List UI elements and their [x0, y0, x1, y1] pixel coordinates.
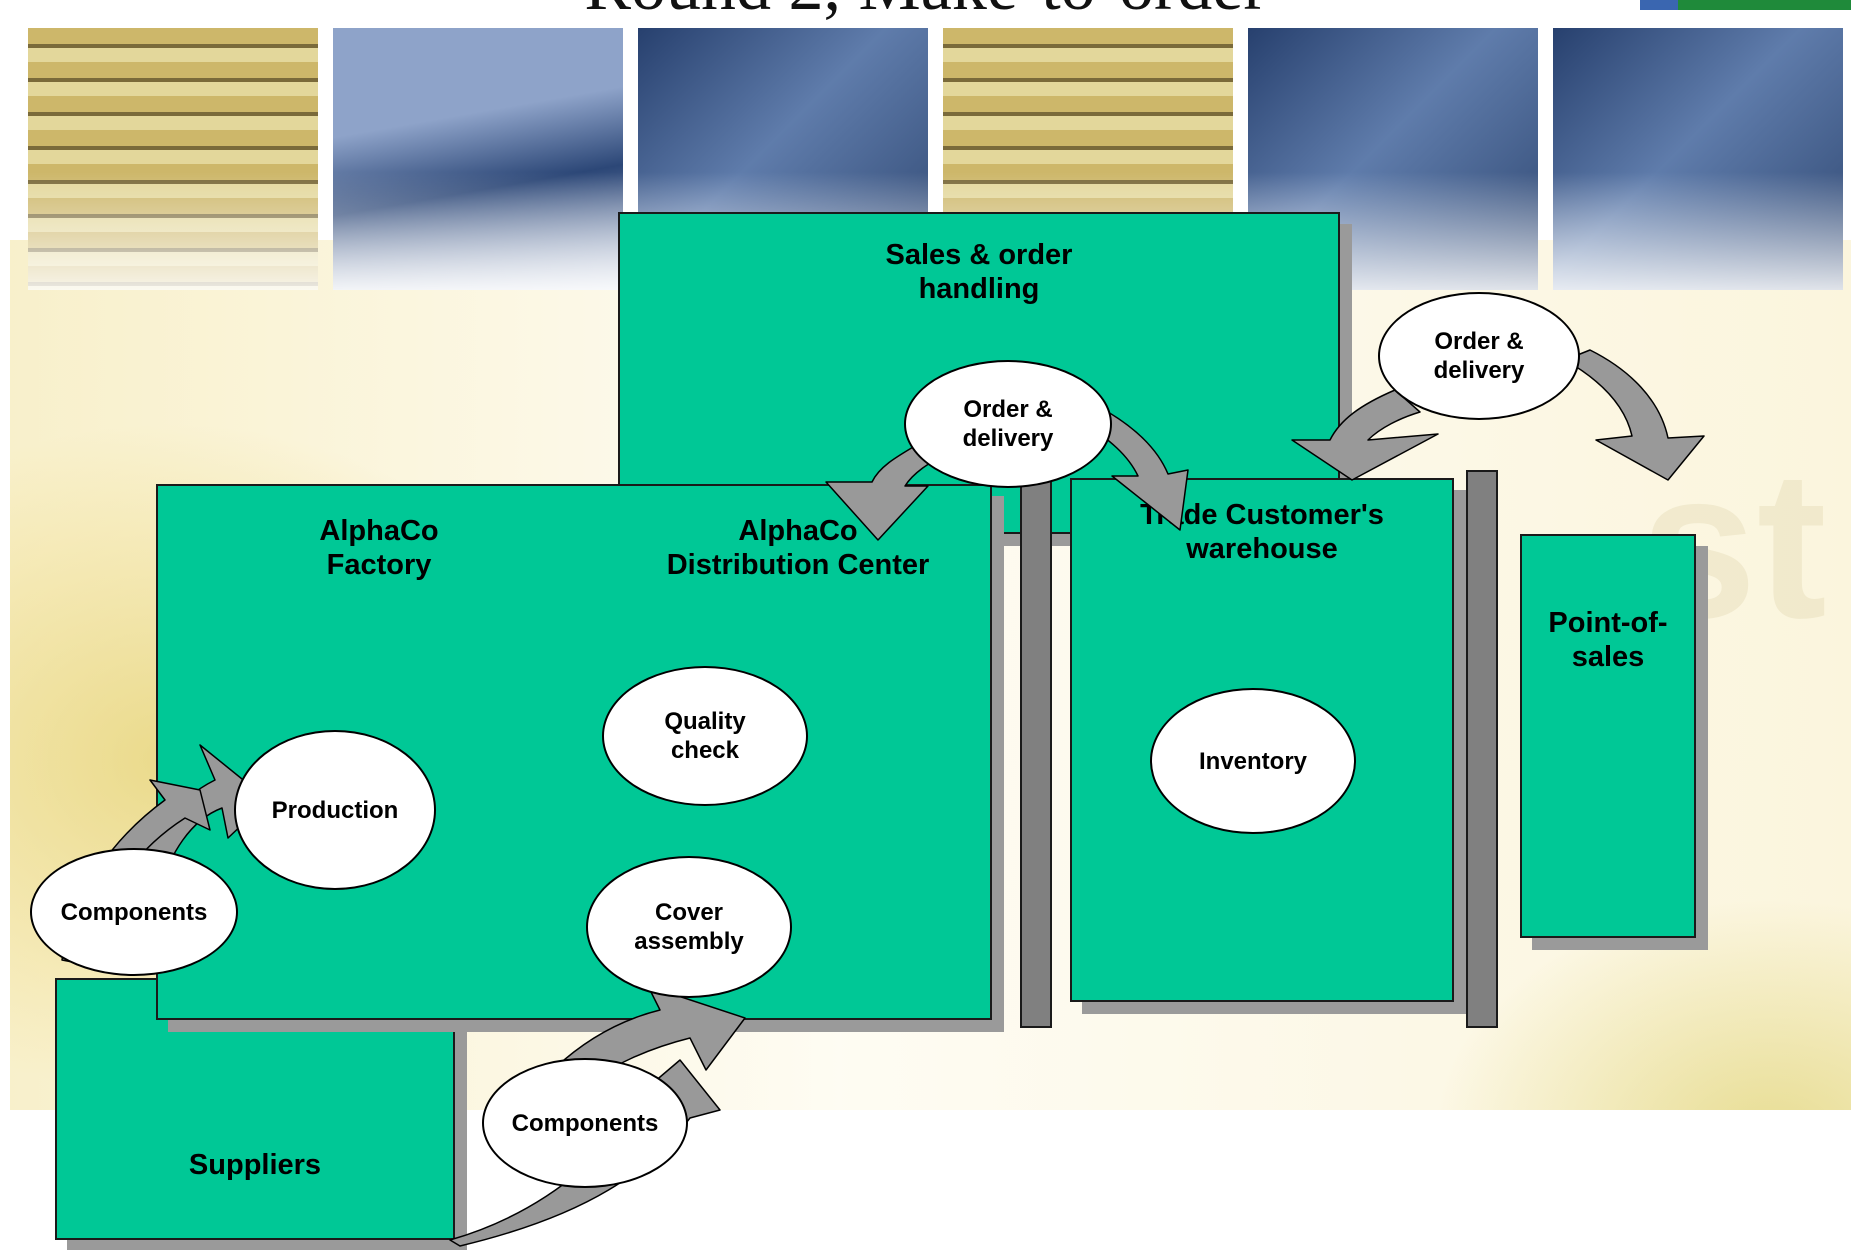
inventory-bubble: Inventory: [1150, 688, 1356, 834]
photo-man-on-phone: [1553, 28, 1843, 290]
quality-check-bubble: Quality check: [602, 666, 808, 806]
alphaco-factory-label: AlphaCo Factory: [319, 515, 439, 581]
cover-assembly-bubble: Cover assembly: [586, 856, 792, 998]
sales-order-handling-label: Sales & order handling: [885, 239, 1073, 305]
photo-office-buildings: [333, 28, 623, 290]
suppliers-label: Suppliers: [188, 1149, 322, 1181]
separator-bar-left: [1020, 470, 1052, 1028]
order-delivery-center-bubble: Order & delivery: [904, 360, 1112, 488]
slide-title: Round 2, Make-to-order: [0, 0, 1851, 22]
production-bubble: Production: [234, 730, 436, 890]
arrow-order-to-trade: [1079, 411, 1189, 531]
suppliers-box: Suppliers: [55, 978, 455, 1240]
photo-warehouse-shelves: [28, 28, 318, 290]
arrow-right-order-to-trade: [1291, 389, 1439, 481]
separator-bar-right: [1466, 470, 1498, 1028]
company-logo: [1640, 0, 1851, 10]
arrow-right-order-to-pos: [1564, 349, 1705, 481]
point-of-sales-box: Point-of- sales: [1520, 534, 1696, 938]
point-of-sales-label: Point-of- sales: [1548, 607, 1668, 673]
alphaco-distribution-center-label: AlphaCo Distribution Center: [666, 515, 930, 581]
components-bottom-bubble: Components: [482, 1058, 688, 1188]
trade-customer-warehouse-box: Trade Customer's warehouse: [1070, 478, 1454, 1002]
order-delivery-right-bubble: Order & delivery: [1378, 292, 1580, 420]
components-left-bubble: Components: [30, 848, 238, 976]
